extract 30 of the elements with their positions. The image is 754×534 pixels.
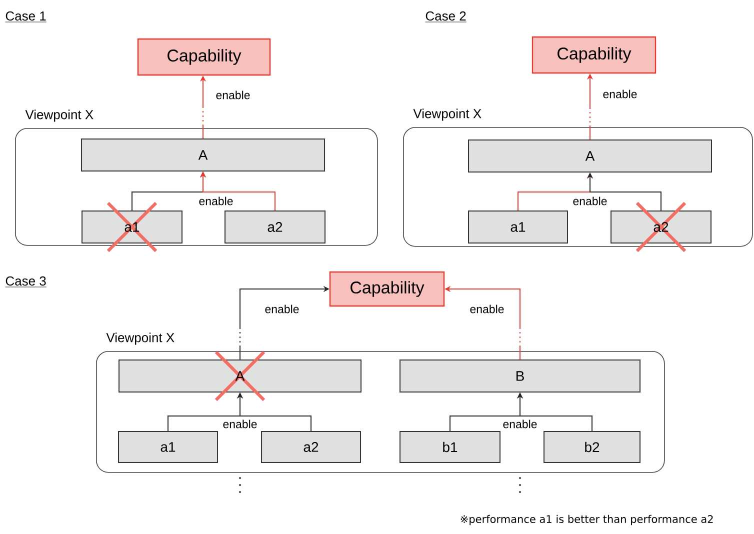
edge-label: enable: [572, 196, 608, 206]
element-box: b2: [544, 431, 640, 463]
capability-box: Capability: [329, 271, 445, 307]
node-label: Viewpoint X: [106, 332, 174, 345]
edge-label: enable: [264, 304, 300, 314]
element-box: a2: [261, 431, 361, 463]
element-box: A: [118, 350, 362, 402]
capability-box: Capability: [532, 36, 656, 74]
element-box: b1: [400, 431, 500, 463]
element-box: a1: [468, 210, 568, 244]
case-heading: Case 1: [5, 11, 47, 22]
element-box: a1: [118, 431, 218, 463]
element-box: a1: [82, 201, 182, 253]
edge-label: enable: [222, 418, 258, 430]
edge-label: enable: [502, 418, 538, 430]
edge-label: enable: [468, 304, 506, 314]
node-label: Viewpoint X: [413, 108, 482, 121]
element-box: a2: [224, 210, 326, 244]
edge-label: enable: [214, 90, 252, 100]
element-box: B: [400, 360, 640, 392]
element-box: a2: [610, 201, 712, 253]
element-box: A: [468, 140, 712, 172]
capability-box: Capability: [137, 38, 271, 76]
edge-label: enable: [198, 196, 234, 206]
node-label: Viewpoint X: [25, 110, 94, 122]
edge-label: enable: [602, 88, 638, 100]
footnote: ※performance a1 is better than performance a2: [460, 514, 713, 526]
case-heading: Case 3: [5, 276, 47, 288]
case-heading: Case 2: [425, 11, 467, 22]
element-box: A: [81, 138, 325, 172]
